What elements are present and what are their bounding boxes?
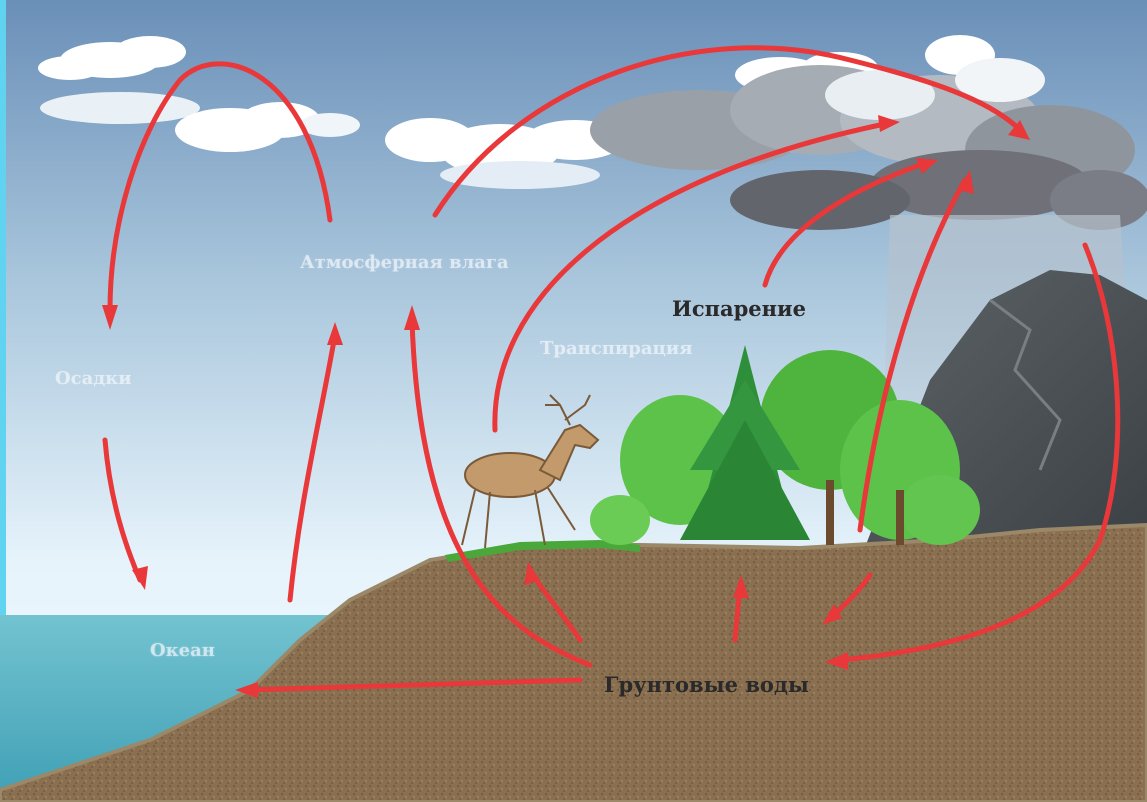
- label-precipitation: Осадки: [55, 368, 132, 389]
- label-evaporation: Испарение: [672, 296, 806, 321]
- label-groundwater: Грунтовые воды: [604, 672, 809, 697]
- label-atmosphere: Атмосферная влага: [300, 252, 509, 273]
- label-ocean: Океан: [150, 640, 215, 661]
- label-transpiration: Транспирация: [540, 338, 693, 359]
